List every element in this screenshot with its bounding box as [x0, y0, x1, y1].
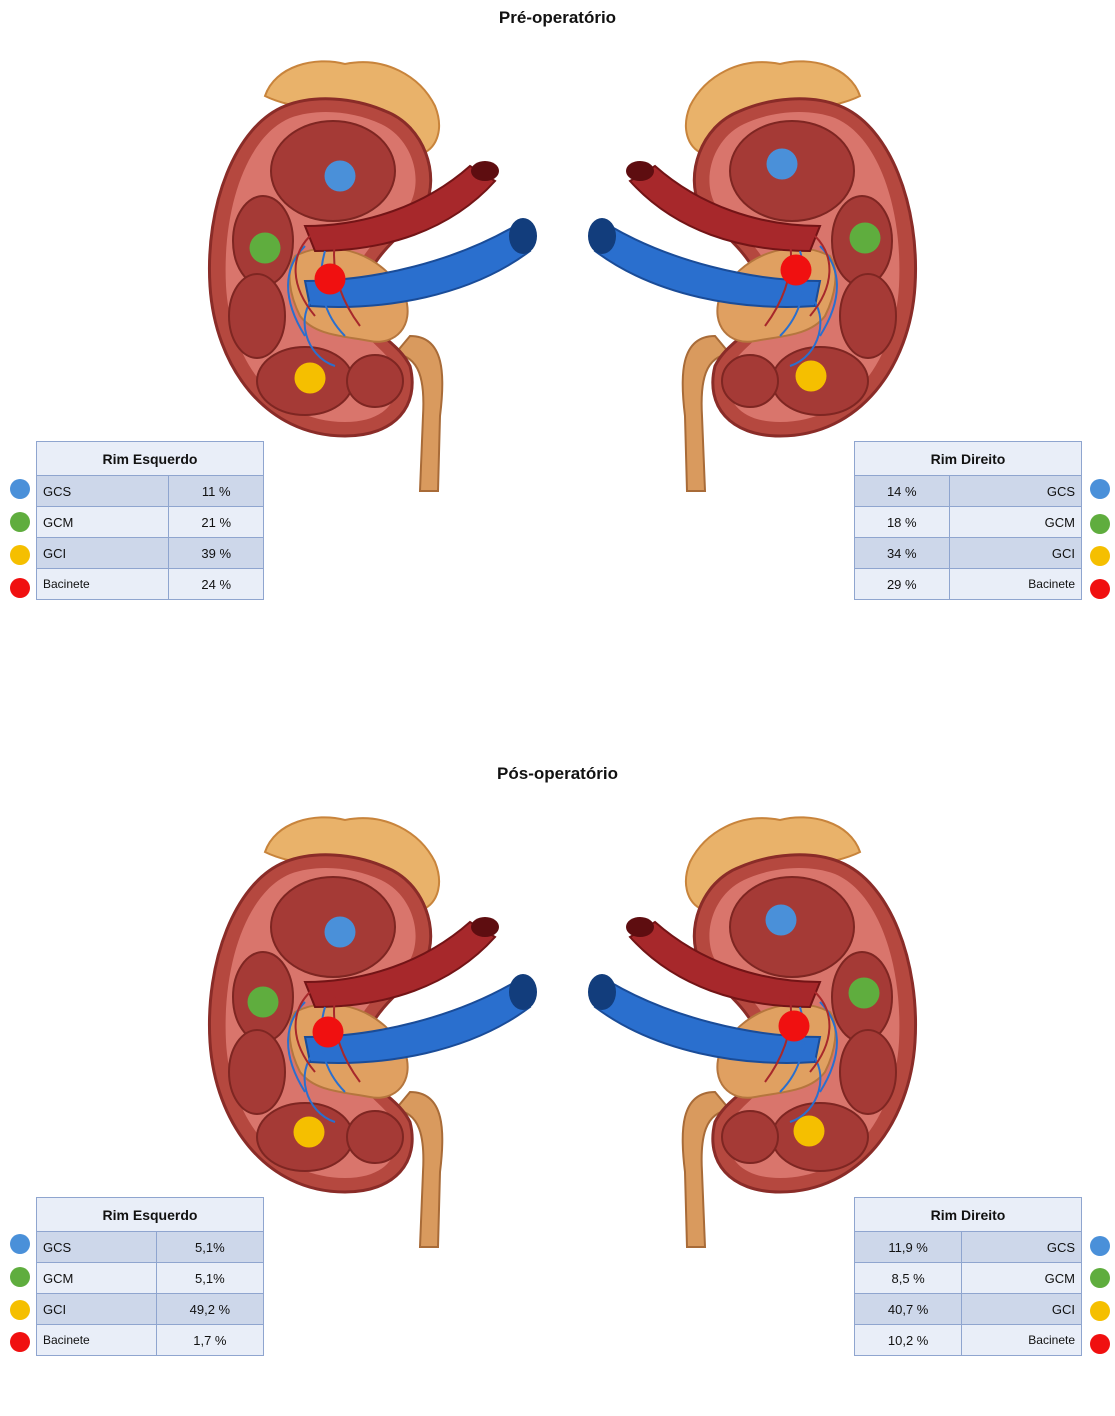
left-kidney-illustration — [195, 36, 540, 496]
gci-legend-dot — [10, 545, 30, 565]
gci-marker — [796, 361, 827, 392]
table-header: Rim Direito — [855, 1198, 1082, 1232]
bacinete-marker — [315, 264, 346, 295]
bacinete-marker — [779, 1011, 810, 1042]
row-value: 34 % — [855, 538, 950, 569]
row-value: 18 % — [855, 507, 950, 538]
row-value: 10,2 % — [855, 1325, 962, 1356]
table-header: Rim Esquerdo — [37, 442, 264, 476]
row-value: 11 % — [169, 476, 264, 507]
gcs-legend-dot — [1090, 1236, 1110, 1256]
row-label: GCI — [37, 1294, 157, 1325]
gcm-legend-dot — [1090, 1268, 1110, 1288]
row-label: GCS — [949, 476, 1081, 507]
section-title: Pré-operatório — [0, 8, 1115, 28]
bacinete-marker — [781, 255, 812, 286]
table-header: Rim Direito — [855, 442, 1082, 476]
gci-marker — [794, 1116, 825, 1147]
row-value: 40,7 % — [855, 1294, 962, 1325]
gcm-marker — [849, 978, 880, 1009]
bacinete-legend-dot — [1090, 579, 1110, 599]
row-value: 49,2 % — [156, 1294, 263, 1325]
row-label: GCM — [37, 507, 169, 538]
row-value: 14 % — [855, 476, 950, 507]
bacinete-marker — [313, 1017, 344, 1048]
gci-marker — [294, 1117, 325, 1148]
table-row: 8,5 %GCM — [855, 1263, 1082, 1294]
table-row: 29 %Bacinete — [855, 569, 1082, 600]
row-label: GCI — [37, 538, 169, 569]
row-value: 5,1% — [156, 1232, 263, 1263]
table-row: 34 %GCI — [855, 538, 1082, 569]
table-row: 14 %GCS — [855, 476, 1082, 507]
gcs-marker — [325, 161, 356, 192]
row-label: GCM — [962, 1263, 1082, 1294]
row-label: GCS — [37, 1232, 157, 1263]
row-label: Bacinete — [37, 1325, 157, 1356]
row-value: 39 % — [169, 538, 264, 569]
gcs-legend-dot — [1090, 479, 1110, 499]
gcs-marker — [766, 905, 797, 936]
gcs-legend-dot — [10, 1234, 30, 1254]
row-label: GCS — [37, 476, 169, 507]
row-label: Bacinete — [962, 1325, 1082, 1356]
row-value: 29 % — [855, 569, 950, 600]
table-row: 40,7 %GCI — [855, 1294, 1082, 1325]
row-label: Bacinete — [949, 569, 1081, 600]
row-value: 11,9 % — [855, 1232, 962, 1263]
bacinete-legend-dot — [10, 1332, 30, 1352]
gcm-marker — [250, 233, 281, 264]
row-label: GCS — [962, 1232, 1082, 1263]
gcm-marker — [850, 223, 881, 254]
bacinete-legend-dot — [1090, 1334, 1110, 1354]
right-kidney-table: Rim Direito 14 %GCS 18 %GCM 34 %GCI 29 %… — [854, 441, 1082, 600]
right-kidney-illustration — [585, 792, 930, 1252]
right-kidney-table: Rim Direito 11,9 %GCS 8,5 %GCM 40,7 %GCI… — [854, 1197, 1082, 1356]
gci-legend-dot — [10, 1300, 30, 1320]
gcm-marker — [248, 987, 279, 1018]
gcm-legend-dot — [10, 1267, 30, 1287]
right-kidney-illustration — [585, 36, 930, 496]
row-value: 5,1% — [156, 1263, 263, 1294]
left-kidney-illustration — [195, 792, 540, 1252]
row-value: 24 % — [169, 569, 264, 600]
bacinete-legend-dot — [10, 578, 30, 598]
gci-legend-dot — [1090, 1301, 1110, 1321]
row-label: GCM — [949, 507, 1081, 538]
table-header: Rim Esquerdo — [37, 1198, 264, 1232]
gcm-legend-dot — [10, 512, 30, 532]
table-row: 18 %GCM — [855, 507, 1082, 538]
table-row: 11,9 %GCS — [855, 1232, 1082, 1263]
gcs-marker — [325, 917, 356, 948]
row-value: 21 % — [169, 507, 264, 538]
section-title: Pós-operatório — [0, 764, 1115, 784]
row-label: GCI — [962, 1294, 1082, 1325]
row-label: GCM — [37, 1263, 157, 1294]
gcs-legend-dot — [10, 479, 30, 499]
row-label: Bacinete — [37, 569, 169, 600]
row-label: GCI — [949, 538, 1081, 569]
gci-legend-dot — [1090, 546, 1110, 566]
gcm-legend-dot — [1090, 514, 1110, 534]
gcs-marker — [767, 149, 798, 180]
gci-marker — [295, 363, 326, 394]
row-value: 1,7 % — [156, 1325, 263, 1356]
row-value: 8,5 % — [855, 1263, 962, 1294]
table-row: 10,2 %Bacinete — [855, 1325, 1082, 1356]
